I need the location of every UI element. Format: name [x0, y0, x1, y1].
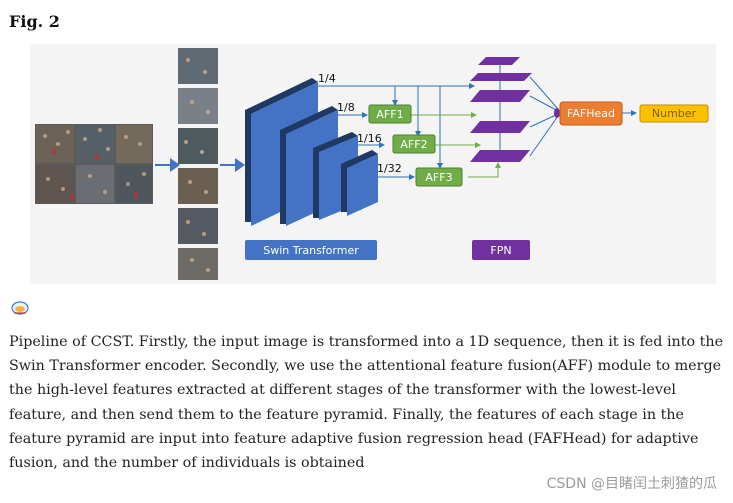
number-output: [639, 104, 709, 123]
patch-arrow: [220, 158, 245, 172]
scale-label-1-32: 1/32: [377, 162, 402, 175]
number-label: Number: [652, 107, 697, 120]
aff2-label: AFF2: [400, 138, 427, 151]
fafhead-label: FAFHead: [567, 107, 615, 120]
figure-title: Fig. 2: [9, 12, 60, 31]
fpn-label-box: [472, 240, 530, 260]
fpn-label: FPN: [490, 244, 511, 257]
fpn-pyramid: [470, 57, 532, 162]
scale-label-1-8: 1/8: [337, 101, 355, 114]
aff3-block: [415, 167, 463, 187]
swin-transformer-label-box: [245, 240, 377, 260]
scale-label-1-4: 1/4: [318, 72, 336, 85]
input-crowd-image: [35, 124, 153, 204]
scale-label-1-16: 1/16: [357, 132, 382, 145]
figure-caption: Pipeline of CCST. Firstly, the input ima…: [9, 334, 724, 472]
swin-transformer-stages: [245, 78, 378, 226]
ccst-pipeline-diagram: 1/4 1/8 1/16 1/32 AFF1 AFF2 AFF3: [30, 44, 716, 284]
patch-sequence: [178, 48, 218, 280]
aff3-label: AFF3: [425, 171, 452, 184]
swin-transformer-label: Swin Transformer: [263, 244, 359, 257]
csdn-watermark: CSDN @目睹闰土刺猹的瓜: [546, 476, 717, 492]
aff1-block: [368, 104, 412, 124]
aff2-block: [392, 134, 436, 154]
aff1-label: AFF1: [376, 108, 403, 121]
zoom-icon[interactable]: [9, 300, 31, 316]
input-arrow: [155, 158, 180, 172]
